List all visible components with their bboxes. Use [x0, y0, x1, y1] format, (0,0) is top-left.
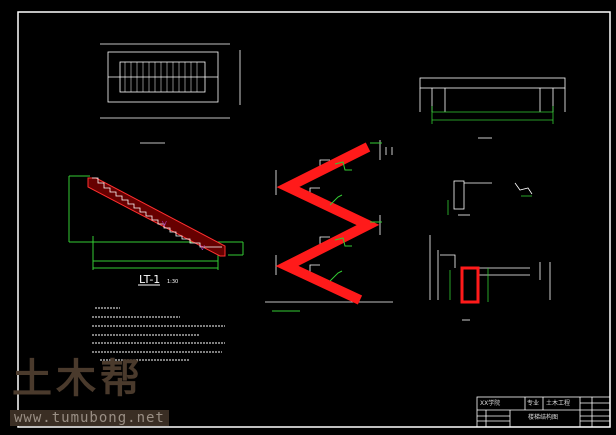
watermark-logo: 土木帮	[12, 356, 144, 402]
title-block-major: 土木工程	[546, 400, 571, 407]
platform-beam-section	[419, 77, 566, 139]
detail-views	[447, 180, 533, 216]
stair-zigzag-section	[265, 140, 393, 312]
title-block	[476, 396, 611, 428]
watermark-url: www.tumubong.net	[10, 410, 169, 426]
title-block-major-label: 专业	[527, 400, 540, 407]
stair-section-lt1: V V	[68, 175, 244, 286]
title-block-school: XX学院	[480, 400, 501, 407]
stair-scale: 1:30	[167, 279, 178, 285]
design-notes	[92, 307, 225, 361]
svg-text:V: V	[200, 244, 205, 252]
svg-text:V: V	[162, 220, 167, 228]
title-block-drawing-name: 楼梯结构图	[528, 414, 559, 421]
stair-label: LT-1	[139, 273, 160, 286]
stair-plan-view	[100, 43, 241, 144]
drawing-frame	[17, 11, 611, 428]
landing-beam-section	[429, 235, 551, 321]
